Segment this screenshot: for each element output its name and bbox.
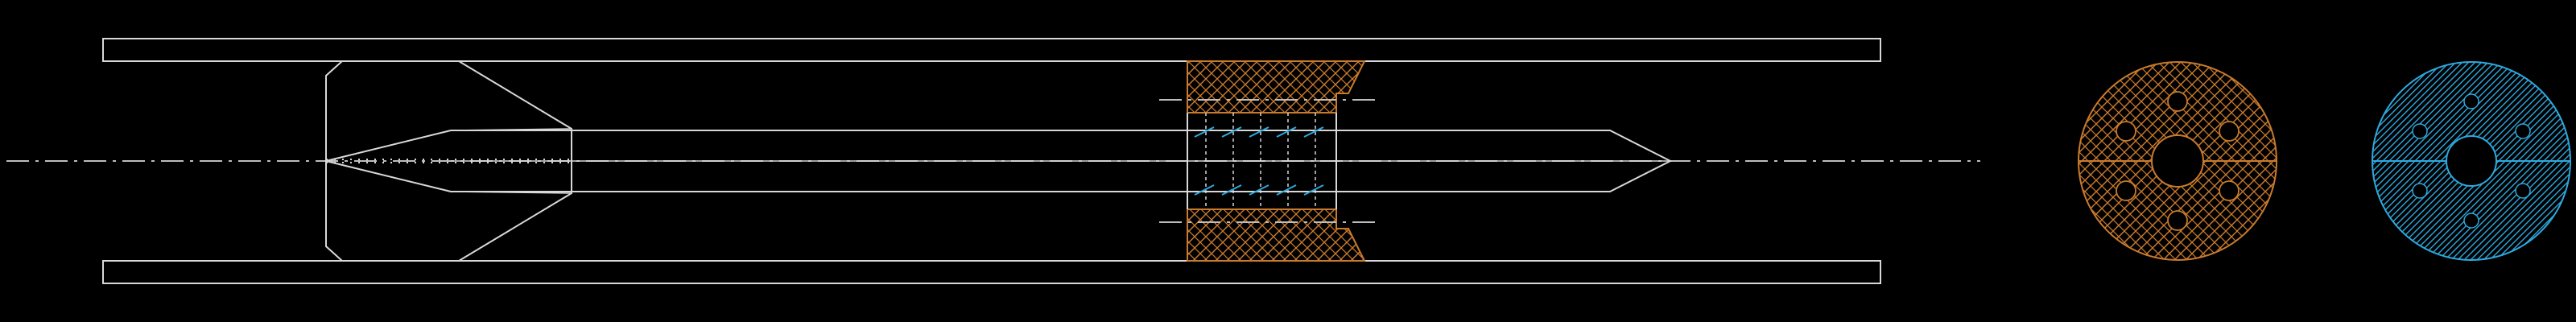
blue-flange-center-hole bbox=[2446, 135, 2497, 187]
orange-flange-bolt-hole-bottom-right bbox=[2219, 180, 2240, 201]
blue-flange-bolt-hole-top-left bbox=[2412, 123, 2428, 139]
fin-dotted-core bbox=[326, 159, 572, 163]
fin-body-outline bbox=[325, 60, 572, 262]
orange-flange-bolt-hole-top-left bbox=[2116, 121, 2136, 142]
orange-flange-view bbox=[2078, 61, 2277, 261]
orange-flange-bolt-hole-bottom-left bbox=[2116, 180, 2136, 201]
upper-rail-outline bbox=[102, 38, 1881, 62]
blue-flange-bolt-hole-bottom bbox=[2463, 213, 2479, 229]
orange-threaded-section bbox=[1159, 60, 1377, 262]
central-shaft bbox=[325, 130, 1673, 192]
blue-flange-bolt-hole-bottom-left bbox=[2412, 183, 2428, 199]
blue-flange-view bbox=[2372, 61, 2571, 261]
orange-flange-bolt-hole-bottom bbox=[2167, 210, 2188, 231]
blue-thread-slashes bbox=[1194, 126, 1324, 196]
orange-flange-bolt-hole-top bbox=[2167, 91, 2188, 112]
lower-rail bbox=[102, 260, 1881, 284]
lower-rail-outline bbox=[102, 260, 1881, 284]
upper-rail bbox=[102, 38, 1881, 62]
blue-flange-bolt-hole-top-right bbox=[2515, 123, 2531, 139]
blue-flange-bolt-hole-bottom-right bbox=[2515, 183, 2531, 199]
orange-flange-bolt-hole-top-right bbox=[2219, 121, 2240, 142]
orange-flange-center-hole bbox=[2151, 134, 2204, 188]
blue-flange-bolt-hole-top bbox=[2463, 93, 2479, 109]
